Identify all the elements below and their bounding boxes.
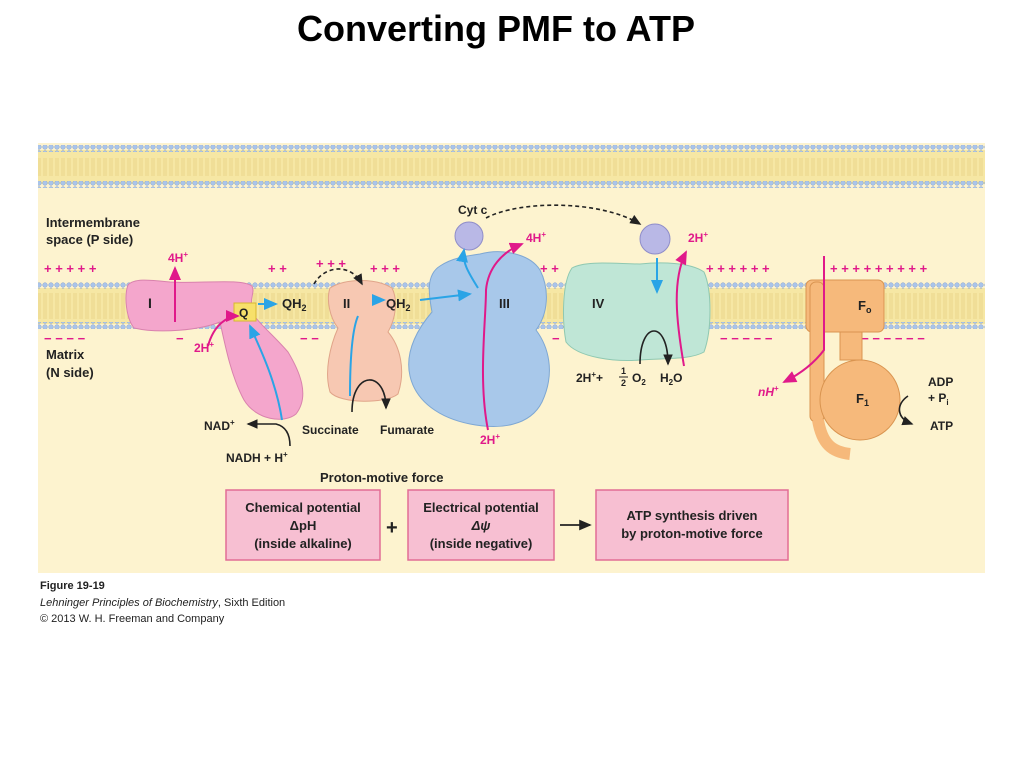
svg-text:+ + + + + + + + +: + + + + + + + + + xyxy=(830,261,928,276)
box1-line1: Chemical potential xyxy=(245,500,361,515)
proton-4h-iii: 4H+ xyxy=(526,230,546,245)
positive-charges: + + + + + + + + + + + + + + + + + + + + … xyxy=(44,256,928,276)
proton-2h-in-iii: 2H+ xyxy=(480,432,500,447)
pi-label: + Pi xyxy=(928,391,949,407)
cyt-c-label: Cyt c xyxy=(458,203,488,217)
svg-text:− − − −: − − − − xyxy=(44,331,86,346)
o2-label: O2 xyxy=(632,371,646,387)
fumarate-label: Fumarate xyxy=(380,423,434,437)
qh2-label-2: QH2 xyxy=(386,296,411,313)
svg-text:+ +: + + xyxy=(540,261,559,276)
complex-ii: II xyxy=(327,280,403,402)
reaction-arrows xyxy=(246,204,914,447)
svg-text:+ +: + + xyxy=(268,261,287,276)
svg-text:− − − − −: − − − − − xyxy=(720,331,773,346)
nh-label: nH+ xyxy=(758,384,779,399)
svg-text:+ + +: + + + xyxy=(316,256,346,271)
electron-arrows xyxy=(249,248,663,421)
atp-synthase: Fo F1 xyxy=(805,279,901,460)
complex-iii: III xyxy=(408,221,550,427)
cyt-c-iii xyxy=(454,221,484,251)
complex-iv-label: IV xyxy=(592,296,605,311)
ims-label-line1: Intermembrane xyxy=(46,215,140,230)
svg-text:+ + +: + + + xyxy=(370,261,400,276)
pmf-heading: Proton-motive force xyxy=(320,470,444,485)
cyt-c-iv xyxy=(639,223,671,255)
complex-i-label: I xyxy=(148,295,152,311)
box3-line1: ATP synthesis driven xyxy=(626,508,757,523)
h2o-label: H2O xyxy=(660,371,682,387)
nadh-label: NADH + H+ xyxy=(226,450,288,465)
box2-line1: Electrical potential xyxy=(423,500,539,515)
svg-text:+ + + + +: + + + + + xyxy=(44,261,97,276)
svg-text:− −: − − xyxy=(300,331,319,346)
book-title: Lehninger Principles of Biochemistry xyxy=(40,597,218,609)
figure-number: Figure 19-19 xyxy=(40,580,105,592)
matrix-label-line2: (N side) xyxy=(46,365,94,380)
box3-line2: by proton-motive force xyxy=(621,526,763,541)
plus-sign: + xyxy=(386,517,398,539)
atp-label: ATP xyxy=(930,419,953,433)
box2-line2: Δψ xyxy=(471,518,491,533)
proton-2h-iv: 2H+ xyxy=(688,230,708,245)
book-edition: , Sixth Edition xyxy=(217,597,286,609)
chemical-potential-box: Chemical potential ΔpH (inside alkaline) xyxy=(225,489,381,561)
half-denominator: 2 xyxy=(621,378,626,388)
negative-charges: − − − − − − − − − − − − − − − − − − − − xyxy=(44,331,925,346)
oxygen-reaction-label: 2H++ xyxy=(576,370,603,385)
box1-line2: ΔpH xyxy=(290,518,317,533)
svg-text:−: − xyxy=(552,331,560,346)
copyright: © 2013 W. H. Freeman and Company xyxy=(40,613,225,625)
half-numerator: 1 xyxy=(621,366,626,376)
succinate-label: Succinate xyxy=(302,423,359,437)
svg-text:−: − xyxy=(176,331,184,346)
box2-line3: (inside negative) xyxy=(430,536,533,551)
proton-4h-i: 4H+ xyxy=(168,250,188,265)
outer-membrane xyxy=(38,145,985,188)
nad-label: NAD+ xyxy=(204,418,235,433)
svg-text:− − − − − − −: − − − − − − − xyxy=(850,331,925,346)
complex-iv: IV xyxy=(563,223,711,361)
ims-label-line2: space (P side) xyxy=(46,232,133,247)
adp-label: ADP xyxy=(928,375,953,389)
qh2-label-1: QH2 xyxy=(282,296,307,313)
electrical-potential-box: Electrical potential Δψ (inside negative… xyxy=(407,489,555,561)
f1-label: F1 xyxy=(856,391,869,408)
proton-arrows xyxy=(169,242,825,431)
slide-title: Converting PMF to ATP xyxy=(297,8,695,49)
atp-synthesis-box: ATP synthesis driven by proton-motive fo… xyxy=(595,489,789,561)
complex-ii-label: II xyxy=(343,296,350,311)
fo-label: Fo xyxy=(858,298,872,315)
matrix-label-line1: Matrix xyxy=(46,347,85,362)
book-citation: Lehninger Principles of Biochemistry, Si… xyxy=(40,597,285,609)
box1-line3: (inside alkaline) xyxy=(254,536,352,551)
svg-text:+ + + + + +: + + + + + + xyxy=(706,261,770,276)
complex-iii-label: III xyxy=(499,296,510,311)
proton-2h-in-i: 2H+ xyxy=(194,340,214,355)
q-label: Q xyxy=(239,306,248,320)
